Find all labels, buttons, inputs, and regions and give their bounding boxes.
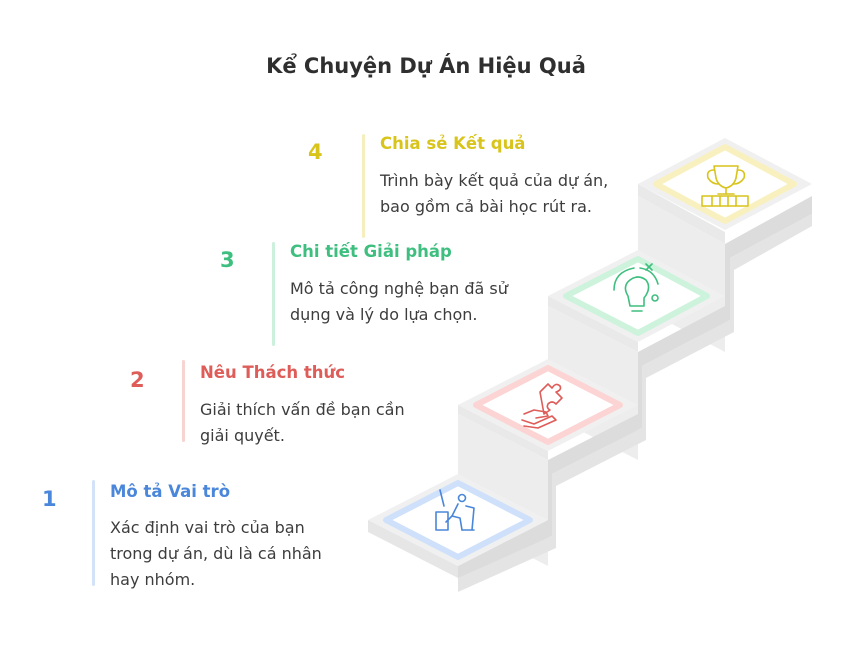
step-2-heading: Nêu Thách thức bbox=[200, 363, 346, 382]
step-3-platform bbox=[548, 250, 725, 342]
step-4-number: 4 bbox=[308, 140, 323, 164]
trophy-icon bbox=[701, 165, 749, 207]
step-1-heading: Mô tả Vai trò bbox=[110, 482, 231, 501]
diagram-title: Kể Chuyện Dự Án Hiệu Quả bbox=[266, 54, 586, 78]
step-4-divider bbox=[362, 134, 365, 238]
step-4-heading: Chia sẻ Kết quả bbox=[380, 134, 526, 153]
person-at-desk-icon bbox=[435, 489, 475, 531]
step-1-platform bbox=[368, 474, 548, 566]
step-1-description: Xác định vai trò của bạn trong dự án, dù… bbox=[110, 518, 322, 589]
lightbulb-icon bbox=[613, 263, 659, 312]
step-1-divider bbox=[92, 480, 95, 586]
step-4-platform bbox=[638, 138, 812, 230]
step-3-description: Mô tả công nghệ bạn đã sử dụng và lý do … bbox=[290, 279, 508, 324]
step-2-number: 2 bbox=[130, 368, 145, 392]
step-2-description: Giải thích vấn đề bạn cần giải quyết. bbox=[200, 400, 405, 445]
step-3-number: 3 bbox=[220, 248, 235, 272]
step-2-divider bbox=[182, 360, 185, 442]
hand-puzzle-icon bbox=[521, 383, 563, 429]
step-3-divider bbox=[272, 242, 275, 346]
step-4-description: Trình bày kết quả của dự án, bao gồm cả … bbox=[380, 171, 609, 216]
step-1-number: 1 bbox=[42, 487, 57, 511]
step-3-heading: Chi tiết Giải pháp bbox=[290, 242, 452, 261]
